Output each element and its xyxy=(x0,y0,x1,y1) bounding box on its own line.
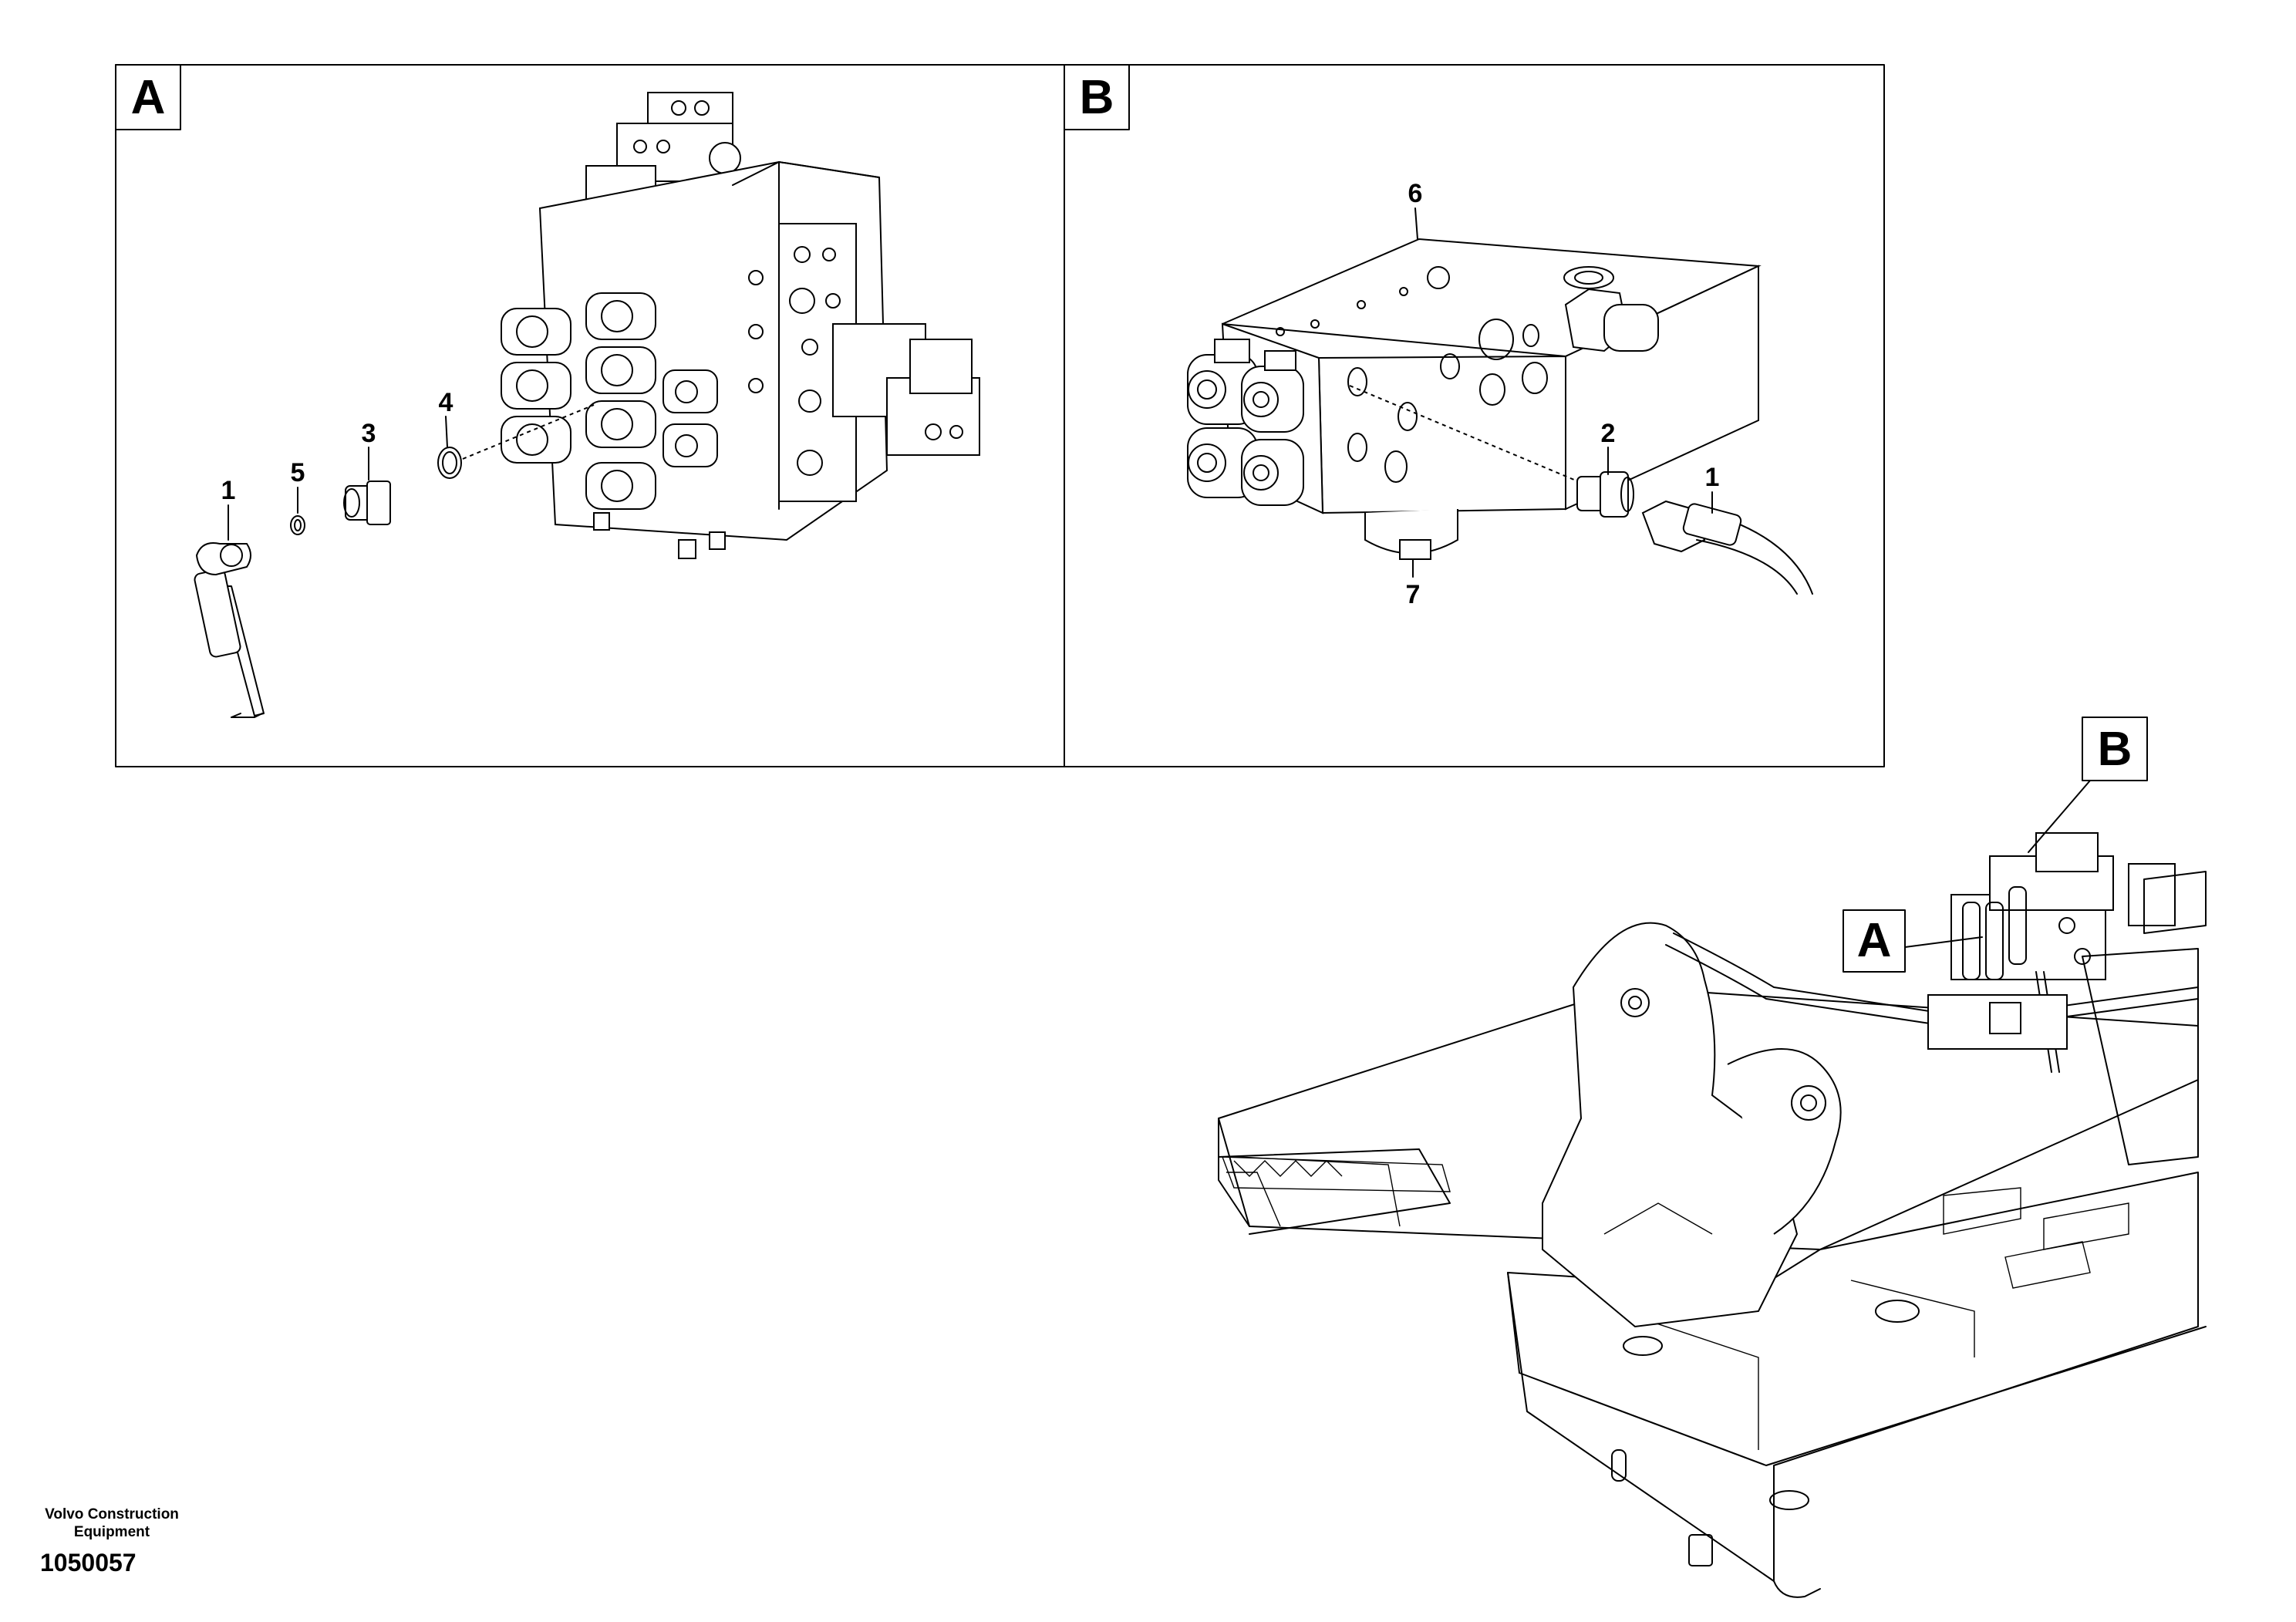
adapter-fitting-2 xyxy=(1576,471,1634,518)
panel-b-label-box xyxy=(1064,64,1130,130)
callout-2-b-label: 2 xyxy=(1601,419,1616,448)
callout-2-b: 2 xyxy=(1601,419,1616,475)
document-number: 1050057 xyxy=(40,1549,137,1576)
overview-callout-a: A xyxy=(1843,909,1983,973)
overview-callout-a-box xyxy=(1843,909,1906,973)
panel-a-label-box xyxy=(115,64,181,130)
callout-1-b: 1 xyxy=(1705,463,1720,514)
panel-b-label: B xyxy=(1080,71,1114,124)
company-name-line-2: Equipment xyxy=(73,1524,150,1540)
o-ring-4 xyxy=(437,447,462,479)
company-name-line-1: Volvo Construction xyxy=(45,1506,179,1523)
adapter-fitting-3 xyxy=(343,481,391,525)
overview-callout-b-box xyxy=(2082,717,2148,781)
overview-callout-a-label: A xyxy=(1857,914,1892,967)
callout-4-a: 4 xyxy=(439,388,453,448)
panel-b: B xyxy=(1064,64,1885,767)
panel-b-frame xyxy=(1064,64,1885,767)
callout-1-a: 1 xyxy=(221,476,236,541)
footer: Volvo Construction Equipment 1050057 xyxy=(31,1506,193,1577)
callout-3-a-label: 3 xyxy=(362,419,376,448)
callout-4-a-label: 4 xyxy=(439,388,453,417)
callout-6-b-label: 6 xyxy=(1408,179,1423,208)
control-valve-illustration xyxy=(501,92,980,559)
callout-6-b: 6 xyxy=(1408,179,1423,240)
hose-assembly-a xyxy=(194,542,265,718)
hose-assembly-b xyxy=(1641,500,1813,595)
callout-5-a-label: 5 xyxy=(291,458,305,487)
solenoid-valve-block-illustration xyxy=(1187,238,1762,560)
overview-callout-b: B xyxy=(2028,717,2148,853)
callout-3-a: 3 xyxy=(362,419,376,481)
panel-a-label: A xyxy=(131,71,166,124)
callout-1-b-label: 1 xyxy=(1705,463,1720,492)
callout-1-a-label: 1 xyxy=(221,476,236,505)
overview-callout-b-label: B xyxy=(2098,723,2132,776)
o-ring-5 xyxy=(290,515,305,535)
assembly-line-b xyxy=(1349,385,1590,487)
assembly-line-a xyxy=(462,404,595,460)
callout-7-b: 7 xyxy=(1406,558,1421,609)
callout-5-a: 5 xyxy=(291,458,305,514)
callout-7-b-label: 7 xyxy=(1406,580,1421,609)
machine-frame-overview xyxy=(1218,832,2207,1598)
panel-a: A xyxy=(115,64,1065,767)
